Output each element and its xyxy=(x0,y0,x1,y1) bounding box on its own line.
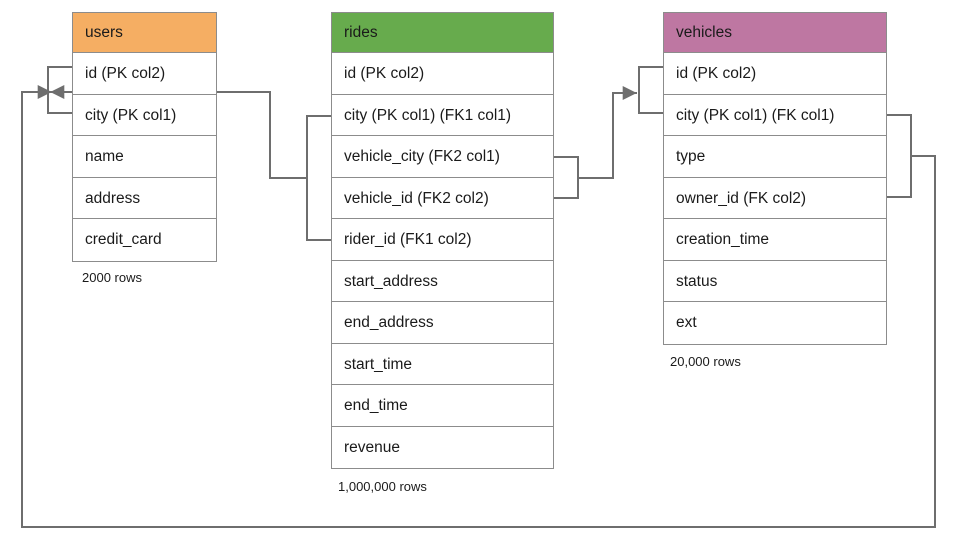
field-row[interactable]: id (PK col2) xyxy=(664,53,886,95)
field-row[interactable]: city (PK col1) (FK1 col1) xyxy=(332,94,553,136)
row-count-users: 2000 rows xyxy=(82,270,142,285)
field-row[interactable]: owner_id (FK col2) xyxy=(664,177,886,219)
rides-fk2-connector xyxy=(577,86,637,179)
field-row[interactable]: city (PK col1) xyxy=(73,94,216,136)
field-row[interactable]: start_address xyxy=(332,260,553,302)
row-count-rides: 1,000,000 rows xyxy=(338,479,427,494)
vehicles-key-bracket xyxy=(638,66,664,114)
entity-header-vehicles: vehicles xyxy=(664,13,886,53)
entity-table-vehicles[interactable]: vehicles id (PK col2) city (PK col1) (FK… xyxy=(663,12,887,345)
users-key-bracket xyxy=(47,66,73,114)
rides-fk1-bracket xyxy=(306,115,332,241)
field-row[interactable]: vehicle_city (FK2 col1) xyxy=(332,136,553,178)
field-row[interactable]: type xyxy=(664,136,886,178)
entity-header-users: users xyxy=(73,13,216,53)
field-row[interactable]: id (PK col2) xyxy=(73,53,216,95)
field-row[interactable]: vehicle_id (FK2 col2) xyxy=(332,177,553,219)
field-row[interactable]: address xyxy=(73,177,216,219)
field-row[interactable]: city (PK col1) (FK col1) xyxy=(664,94,886,136)
field-row[interactable]: id (PK col2) xyxy=(332,53,553,95)
field-row[interactable]: rider_id (FK1 col2) xyxy=(332,219,553,261)
field-row[interactable]: creation_time xyxy=(664,219,886,261)
field-row[interactable]: status xyxy=(664,260,886,302)
field-row[interactable]: end_address xyxy=(332,302,553,344)
vehicles-fk-bracket xyxy=(886,114,912,198)
field-row[interactable]: credit_card xyxy=(73,219,216,261)
row-count-vehicles: 20,000 rows xyxy=(670,354,741,369)
entity-table-rides[interactable]: rides id (PK col2) city (PK col1) (FK1 c… xyxy=(331,12,554,469)
field-row[interactable]: ext xyxy=(664,302,886,344)
entity-header-rides: rides xyxy=(332,13,553,53)
rides-fk2-bracket xyxy=(553,156,579,199)
field-row[interactable]: name xyxy=(73,136,216,178)
field-row[interactable]: end_time xyxy=(332,385,553,427)
field-row[interactable]: start_time xyxy=(332,343,553,385)
field-row[interactable]: revenue xyxy=(332,426,553,468)
entity-table-users[interactable]: users id (PK col2) city (PK col1) name a… xyxy=(72,12,217,262)
